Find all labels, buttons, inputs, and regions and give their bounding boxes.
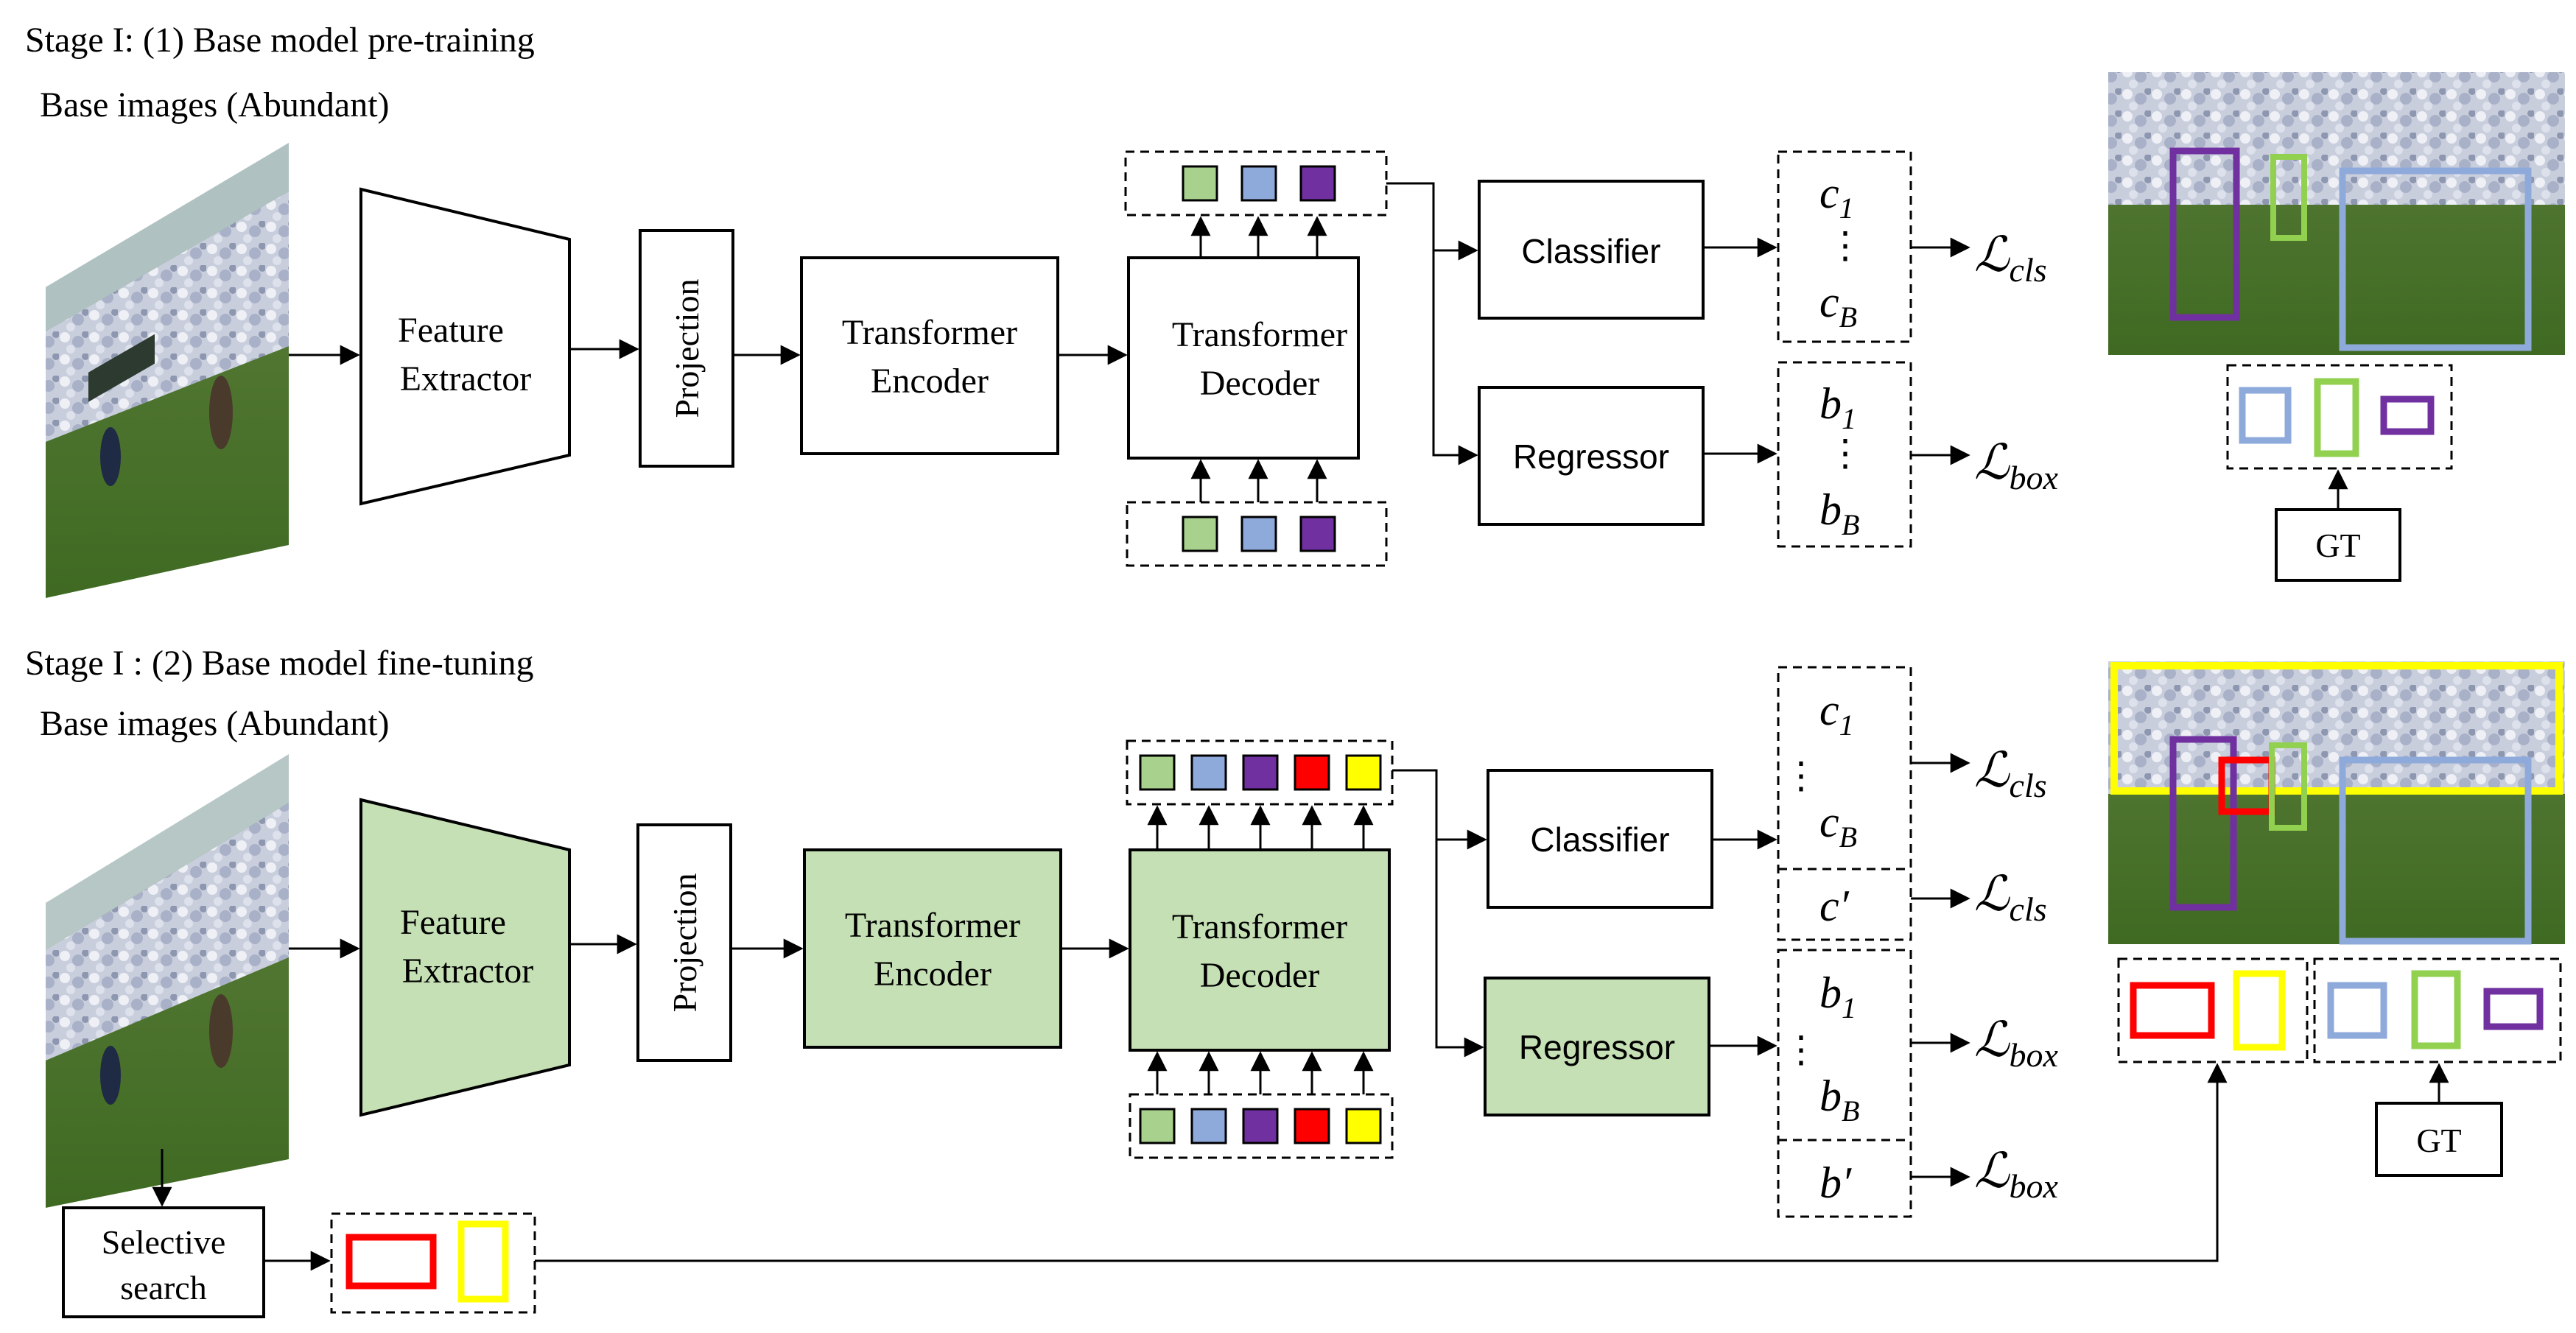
query-token [1240,516,1277,552]
svg-text:GT: GT [2416,1122,2461,1159]
query-token [1242,754,1279,791]
stage2-transformer-decoder: Transformer Decoder [1129,848,1391,1052]
svg-text:c1: c1 [1819,686,1854,742]
query-token [1299,165,1336,202]
stage1-feature-extractor: Feature Extractor [359,187,571,506]
stage2-projection: Projection [636,823,732,1062]
svg-text:Classifier: Classifier [1521,232,1660,270]
stage1-regressor: Regressor [1478,386,1705,526]
stage1-title: Stage I: (1) Base model pre-training [25,21,535,60]
stage1-transformer-decoder: Transformer Decoder [1127,256,1360,460]
stage2-result-image [2108,661,2565,945]
svg-text:Encoder: Encoder [871,362,989,401]
stage1-class-predictions: c1 ⋮ cB [1777,150,1912,343]
svg-text:cB: cB [1819,798,1857,854]
stage2-input-queries [1129,1093,1394,1159]
query-token [1182,165,1218,202]
query-token [1139,754,1176,791]
svg-text:Transformer: Transformer [1172,315,1347,354]
stage2-gt-boxes [2313,957,2562,1063]
stage1-output-queries [1124,150,1388,217]
query-token [1294,754,1330,791]
svg-text:Extractor: Extractor [400,359,532,398]
stage2-output-queries [1126,739,1394,806]
stage1-arrows [289,182,2348,510]
query-token [1345,1108,1382,1144]
query-token [1139,1108,1176,1144]
svg-text:⋮: ⋮ [1827,225,1864,266]
svg-text:Regressor: Regressor [1513,437,1669,476]
svg-text:Transformer: Transformer [1172,907,1347,946]
stage2-box-predictions: b1 ⋮ bB b′ [1777,949,1912,1218]
svg-text:⋮: ⋮ [1783,755,1819,796]
svg-text:Transformer: Transformer [842,313,1017,352]
stage2-input-image [46,754,289,1208]
svg-text:Feature: Feature [400,903,506,942]
stage2-loss-cls-proposal: ℒcls [1974,868,2047,928]
stage1-section: Stage I: (1) Base model pre-training Bas… [25,21,2565,598]
stage1-box-predictions: b1 ⋮ bB [1777,361,1912,548]
query-token [1242,1108,1279,1144]
svg-text:Feature: Feature [398,311,504,350]
stage2-search-proposals [330,1212,536,1314]
svg-text:b1: b1 [1819,379,1856,435]
svg-text:Extractor: Extractor [402,952,534,991]
svg-text:⋮: ⋮ [1827,432,1864,474]
query-token [1299,516,1336,552]
stage1-input-queries [1126,501,1388,567]
stage2-proposal-class: c′ [1819,882,1850,930]
stage1-gt-boxes [2226,364,2453,470]
svg-text:c1: c1 [1819,169,1854,225]
stage2-classifier: Classifier [1487,769,1713,909]
svg-text:Transformer: Transformer [845,906,1020,945]
query-token [1240,165,1277,202]
svg-text:Projection: Projection [666,873,703,1012]
svg-text:Selective: Selective [102,1223,226,1261]
svg-text:search: search [120,1269,206,1306]
svg-text:bB: bB [1819,485,1859,541]
stage2-arrows [152,753,2449,1271]
stage1-loss-box: ℒbox [1974,436,2059,496]
query-token [1190,754,1227,791]
stage2-loss-cls: ℒcls [1974,744,2047,804]
svg-text:Encoder: Encoder [874,954,992,993]
query-token [1182,516,1218,552]
svg-text:Regressor: Regressor [1519,1028,1675,1066]
svg-text:Classifier: Classifier [1530,820,1669,859]
stage1-classifier: Classifier [1478,180,1705,320]
stage2-transformer-encoder: Transformer Encoder [803,848,1062,1049]
stage1-loss-cls: ℒcls [1974,228,2047,289]
svg-text:b1: b1 [1819,968,1856,1024]
svg-text:⋮: ⋮ [1783,1029,1819,1070]
stage2-selective-search: Selective search [62,1206,265,1318]
svg-text:Decoder: Decoder [1200,364,1320,403]
stage2-section: Stage I : (2) Base model fine-tuning Bas… [25,644,2565,1318]
stage2-feature-extractor: Feature Extractor [359,798,571,1117]
stage1-input-label: Base images (Abundant) [40,85,390,124]
stage1-result-image [2108,72,2565,355]
stage1-projection: Projection [639,229,734,468]
stage2-loss-box-proposal: ℒbox [1974,1144,2059,1205]
stage2-proposal-boxes [2117,957,2309,1063]
stage1-transformer-encoder: Transformer Encoder [800,256,1059,455]
query-token [1345,754,1382,791]
stage2-regressor: Regressor [1484,977,1710,1116]
svg-text:Decoder: Decoder [1200,956,1320,995]
stage1-gt: GT [2275,508,2401,582]
stage2-proposal-box: b′ [1819,1158,1852,1207]
query-token [1294,1108,1330,1144]
stage2-class-predictions: c1 ⋮ cB c′ [1777,666,1912,941]
query-token [1190,1108,1227,1144]
svg-text:Projection: Projection [668,278,706,418]
svg-text:bB: bB [1819,1072,1859,1128]
stage2-loss-box: ℒbox [1974,1013,2059,1074]
svg-text:GT: GT [2315,527,2360,564]
svg-text:cB: cB [1819,278,1857,334]
stage2-title: Stage I : (2) Base model fine-tuning [25,644,534,683]
stage2-input-label: Base images (Abundant) [40,704,390,743]
stage2-gt: GT [2375,1102,2503,1177]
stage1-input-image [46,143,289,598]
